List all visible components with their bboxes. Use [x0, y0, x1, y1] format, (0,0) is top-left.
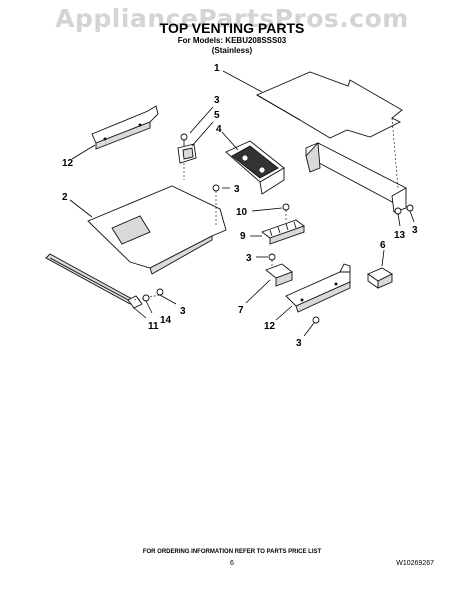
callout-12a: 12 [62, 158, 74, 169]
callout-2: 2 [62, 192, 68, 203]
callout-6: 6 [380, 240, 386, 251]
models-line: For Models: KEBU208SSS03 [177, 36, 287, 45]
callout-9: 9 [240, 231, 246, 242]
part-5-clip[interactable] [177, 143, 197, 164]
part-6-small-bracket[interactable] [367, 267, 393, 289]
callout-7: 7 [238, 305, 244, 316]
part-3-screw-top[interactable] [180, 133, 188, 147]
part-7-thermostat[interactable] [265, 263, 293, 287]
part-4-blower-motor[interactable] [225, 140, 285, 195]
right-vent-rail[interactable] [305, 141, 407, 213]
callout-3a: 3 [214, 95, 220, 106]
document-part-number: W10269267 [396, 560, 434, 567]
callout-1: 1 [214, 63, 220, 74]
callout-3f: 3 [180, 306, 186, 317]
callout-14: 14 [160, 315, 172, 326]
finish-line: (Stainless) [211, 46, 253, 55]
part-14-washer[interactable] [142, 294, 150, 302]
part-9-terminal-block[interactable] [261, 219, 305, 245]
page-number: 6 [230, 560, 234, 567]
callout-10: 10 [236, 207, 248, 218]
callout-3e: 3 [296, 338, 302, 349]
callout-12b: 12 [264, 321, 276, 332]
page-title: TOP VENTING PARTS [159, 20, 305, 36]
callout-3b: 3 [234, 184, 240, 195]
part-12-right-bracket[interactable] [285, 263, 351, 313]
callout-4: 4 [216, 124, 222, 135]
part-3b-screw[interactable] [212, 184, 220, 192]
callout-3d: 3 [246, 253, 252, 264]
part-10-screw[interactable] [282, 203, 290, 211]
callout-3c: 3 [412, 225, 418, 236]
part-1-vent-panel[interactable] [256, 71, 403, 139]
part-11-slide-rail[interactable] [45, 253, 143, 309]
ordering-note: FOR ORDERING INFORMATION REFER TO PARTS … [142, 549, 322, 555]
part-3c-screw[interactable] [406, 204, 414, 212]
callout-11: 11 [148, 321, 159, 332]
callout-5: 5 [214, 110, 220, 121]
part-3e-screw[interactable] [312, 316, 320, 324]
part-13-washer[interactable] [394, 207, 402, 215]
watermark: AppliancePartsPros.com [55, 4, 409, 33]
part-12-left-bracket[interactable] [91, 105, 159, 150]
part-3d-screw[interactable] [268, 253, 276, 261]
part-3f-screw[interactable] [156, 288, 164, 296]
part-2-duct-panel[interactable] [87, 185, 227, 275]
callout-13: 13 [394, 230, 406, 241]
